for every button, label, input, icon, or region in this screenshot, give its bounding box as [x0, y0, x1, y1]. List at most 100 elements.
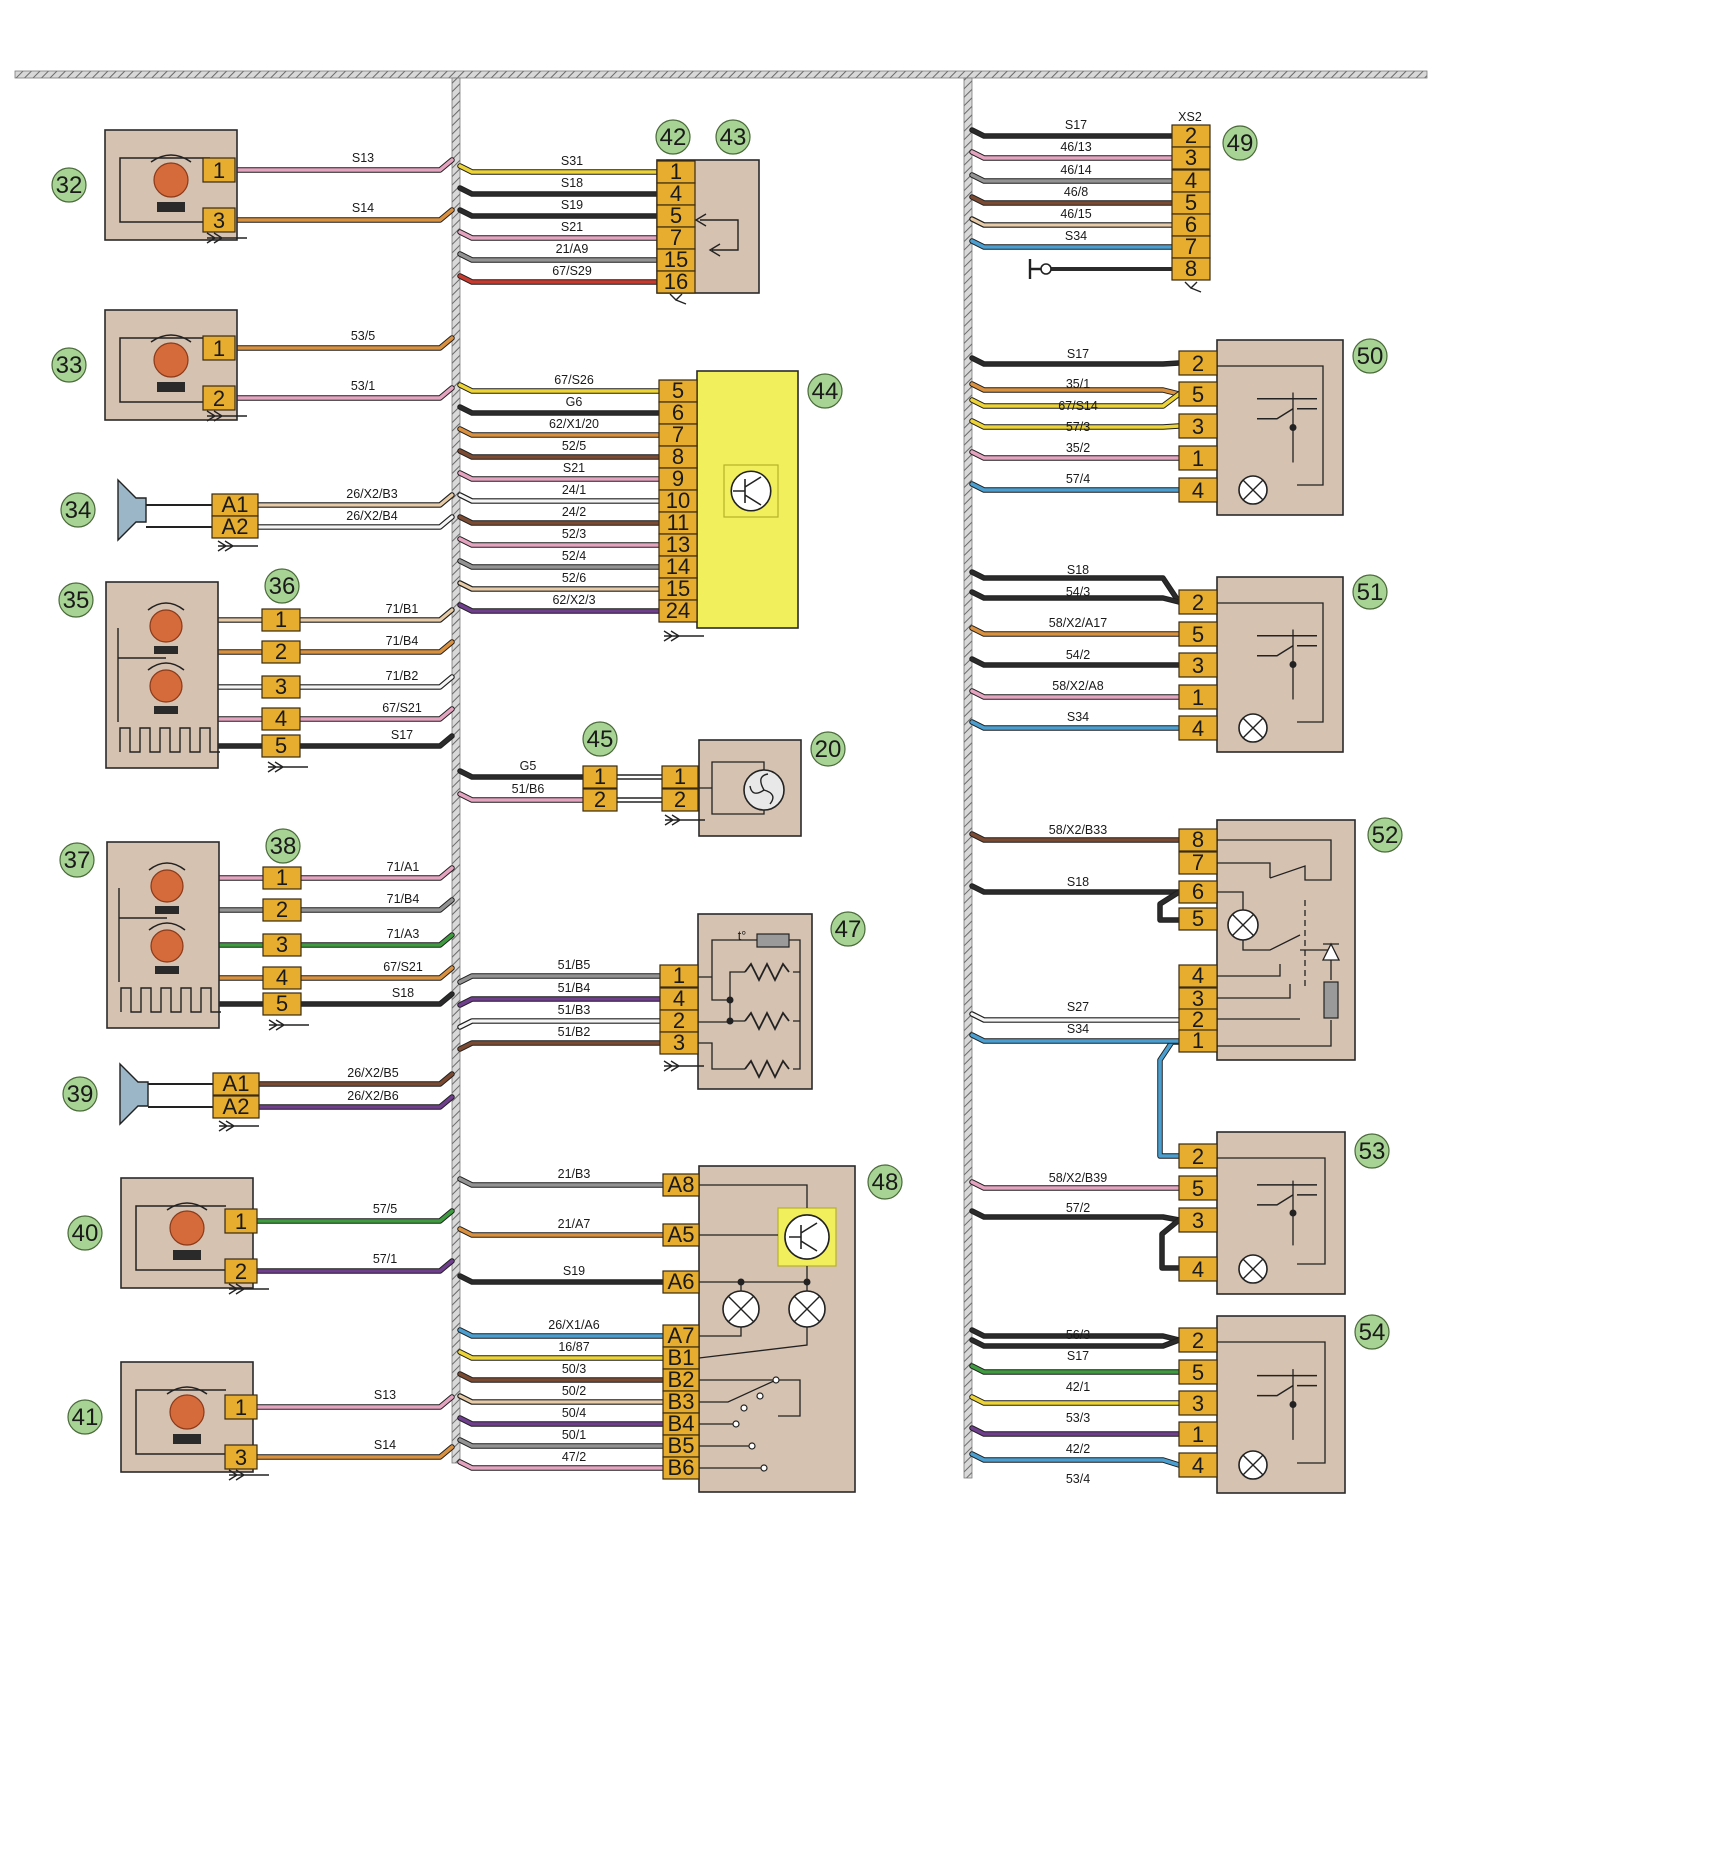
- wire-40-2: [255, 1259, 454, 1273]
- switch-53-pin-5: [1178, 1175, 1218, 1201]
- wire-label: 67/S14: [1058, 399, 1098, 413]
- pin-number: 3: [1185, 145, 1197, 170]
- wire-label: 26/X2/B5: [347, 1066, 398, 1080]
- switch-contact-icon: [740, 1404, 748, 1412]
- pin-number: 4: [1192, 1257, 1204, 1282]
- wire-label: 62/X2/3: [552, 593, 595, 607]
- wire-47-1: [458, 974, 662, 984]
- wire-52-8: [970, 832, 1181, 842]
- component-number-41: 41: [72, 1404, 99, 1431]
- wire-53-1: [970, 1180, 1181, 1190]
- component-number-52: 52: [1372, 822, 1399, 849]
- wire-51-2: [970, 626, 1181, 636]
- relay-52-box: [1216, 819, 1356, 1061]
- pin-number: 5: [275, 733, 287, 758]
- sensor-41-pin-3: [224, 1444, 258, 1470]
- wire-label: 16/87: [558, 1340, 589, 1354]
- wire-label: S18: [561, 176, 583, 190]
- wire-label: 26/X2/B4: [346, 509, 397, 523]
- connector-socket-symbol: [1184, 281, 1202, 293]
- junction-dot: [1289, 661, 1297, 668]
- wire-41-3: [255, 1445, 454, 1459]
- wire-52-jumper: [1158, 890, 1181, 922]
- wire-48-B2: [458, 1372, 665, 1382]
- wire-label: 42/2: [1066, 1442, 1090, 1456]
- wire-54-4: [970, 1426, 1181, 1436]
- thermistor-icon: [756, 933, 790, 948]
- connector-45-pin-1: [582, 765, 618, 789]
- rotation-arrow-icon: [148, 862, 186, 871]
- pin-number: 2: [1192, 351, 1204, 376]
- wire-48-A8: [458, 1177, 665, 1187]
- wire-48-B5: [458, 1438, 665, 1448]
- connector-plug-symbol: [228, 1283, 269, 1295]
- component-number-34: 34: [65, 497, 92, 524]
- pin-number: 1: [235, 1395, 247, 1420]
- sensor-37-pin-5: [262, 992, 302, 1016]
- wire-label: 50/2: [562, 1384, 586, 1398]
- pin-number: B2: [668, 1367, 695, 1392]
- switch-contact-icon: [760, 1464, 768, 1472]
- component-number-53-circle: [1354, 1133, 1390, 1169]
- pin-number: 5: [670, 203, 682, 228]
- switch-internal-wiring: [1217, 1157, 1326, 1265]
- lamp-cross: [727, 1295, 755, 1323]
- wire-39-A1: [257, 1072, 454, 1086]
- wire-label: S19: [561, 198, 583, 212]
- wire-49-3: [970, 150, 1174, 160]
- junction-dot: [1289, 1401, 1297, 1408]
- wire-44-5: [458, 383, 661, 393]
- wire-label: S17: [1067, 347, 1089, 361]
- wire-label: 58/X2/A8: [1052, 679, 1103, 693]
- switch-51-pin-5: [1178, 621, 1218, 647]
- pin-number: 8: [1185, 256, 1197, 281]
- wire-label: 50/1: [562, 1428, 586, 1442]
- sensor-35-element-icon: [149, 669, 183, 703]
- sensor-internal-wiring: [119, 157, 210, 223]
- component-number-43: 43: [720, 124, 747, 151]
- switch-51-pin-3: [1178, 652, 1218, 678]
- pin-number: 6: [672, 400, 684, 425]
- sensor-32-pin-3: [202, 207, 236, 233]
- wire-49-4: [970, 173, 1174, 183]
- wire-label: 26/X2/B3: [346, 487, 397, 501]
- resistor-icon: [744, 961, 790, 983]
- resistor-icon: [744, 1058, 790, 1080]
- sensor-35-pin-2: [261, 640, 301, 664]
- pin-number: 5: [1192, 1360, 1204, 1385]
- wire-50-0: [970, 356, 1181, 366]
- component-number-53: 53: [1359, 1138, 1386, 1165]
- pin-number: 3: [1192, 414, 1204, 439]
- pin-number: 3: [213, 208, 225, 233]
- wire-label: 50/4: [562, 1406, 586, 1420]
- connector-number-45: 45: [587, 726, 614, 753]
- module-44-pin-24: [658, 599, 698, 623]
- sensor-35-pin-5: [261, 734, 301, 758]
- pin-number: 3: [1192, 986, 1204, 1011]
- fan-20-pin-1: [661, 765, 699, 789]
- component-number-47-circle: [830, 911, 866, 947]
- sensor-32-element-icon: [153, 162, 189, 198]
- wire-51-5: [970, 720, 1181, 730]
- wire-label: 26/X2/B6: [347, 1089, 398, 1103]
- junction-dot: [1289, 424, 1297, 431]
- pin-number: 4: [275, 706, 287, 731]
- component-number-39: 39: [67, 1081, 94, 1108]
- wire-label: 71/B4: [387, 892, 420, 906]
- component-number-54-circle: [1354, 1314, 1390, 1350]
- wire-39-A2: [257, 1095, 454, 1109]
- component-number-40-circle: [67, 1215, 103, 1251]
- wire-49-5: [970, 195, 1174, 205]
- pin-number: 5: [1192, 1176, 1204, 1201]
- rotation-arrow-icon: [147, 662, 185, 671]
- wire-label: 24/2: [562, 505, 586, 519]
- wire-label: 53/3: [1066, 1411, 1090, 1425]
- sensor-35-pin-1: [261, 608, 301, 632]
- wire-43-16: [458, 274, 659, 284]
- wire-34-A2: [256, 515, 454, 529]
- pin-number: 2: [235, 1259, 247, 1284]
- wire-35-1: [298, 608, 454, 622]
- switch-51-pin-4: [1178, 715, 1218, 741]
- pin-number: 5: [1192, 906, 1204, 931]
- pin-number: 7: [1185, 234, 1197, 259]
